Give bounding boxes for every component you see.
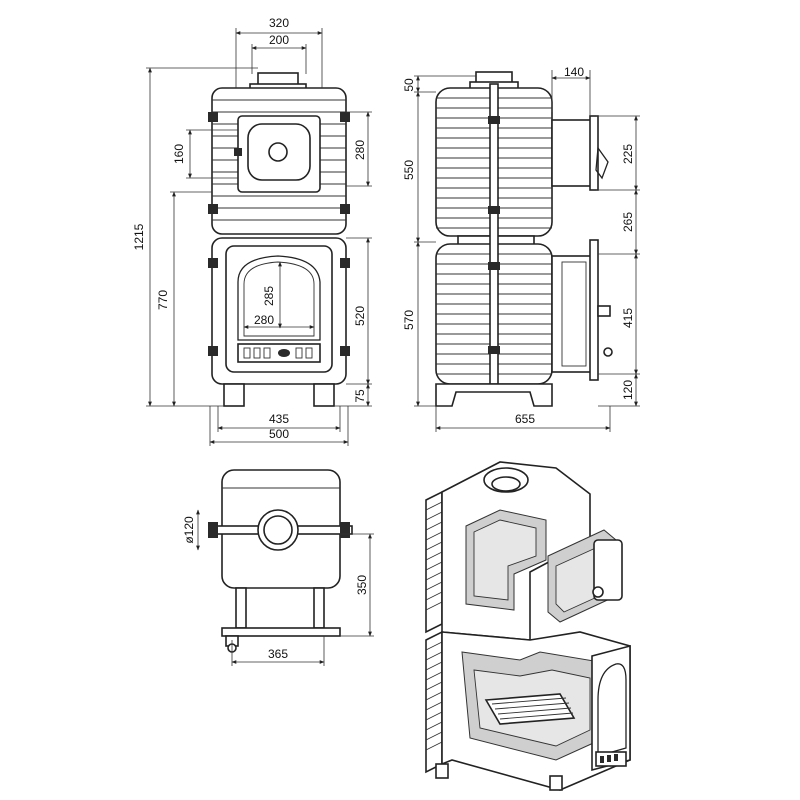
oven-handle-icon	[595, 146, 609, 180]
front-view: 320 200 1215 770 160 285 280 280 520 75	[132, 16, 372, 446]
cutaway-isometric	[425, 461, 631, 791]
oven-hinge-icon	[234, 148, 242, 156]
air-vents	[243, 347, 313, 359]
dim-depth-top: 140	[564, 65, 584, 79]
dim-gap-middle: 265	[621, 212, 635, 232]
dim-firebox-door: 415	[621, 308, 635, 328]
dim-legs: 75	[353, 389, 367, 403]
dim-base-outer: 500	[269, 427, 289, 441]
dim-right-upper: 280	[353, 140, 367, 160]
dim-flue-diameter: ø120	[182, 516, 196, 544]
dim-door-width: 280	[254, 313, 274, 327]
dim-lower-section: 570	[402, 310, 416, 330]
dim-top-inner: 200	[269, 33, 289, 47]
grate	[484, 693, 576, 725]
dim-top-width: 365	[268, 647, 288, 661]
dim-door-height: 285	[262, 286, 276, 306]
top-view: ø120 350 365	[182, 469, 374, 666]
dim-oven-height: 225	[621, 144, 635, 164]
dim-top-outer: 320	[269, 16, 289, 30]
iso-vents	[600, 754, 618, 763]
side-view: 225 265 415 120 140 50 550 570 655	[402, 65, 640, 432]
dim-overall-depth: 655	[515, 412, 535, 426]
dim-top-gap: 50	[402, 78, 416, 92]
dim-base-inner: 435	[269, 412, 289, 426]
dim-top-depth: 350	[355, 575, 369, 595]
dim-bottom: 120	[621, 380, 635, 400]
dim-overall-height: 1215	[132, 223, 146, 250]
dim-right-lower: 520	[353, 306, 367, 326]
iso-fins	[425, 490, 443, 774]
dim-upper-section: 550	[402, 160, 416, 180]
dim-lower-height: 770	[156, 290, 170, 310]
dim-left-small: 160	[172, 144, 186, 164]
